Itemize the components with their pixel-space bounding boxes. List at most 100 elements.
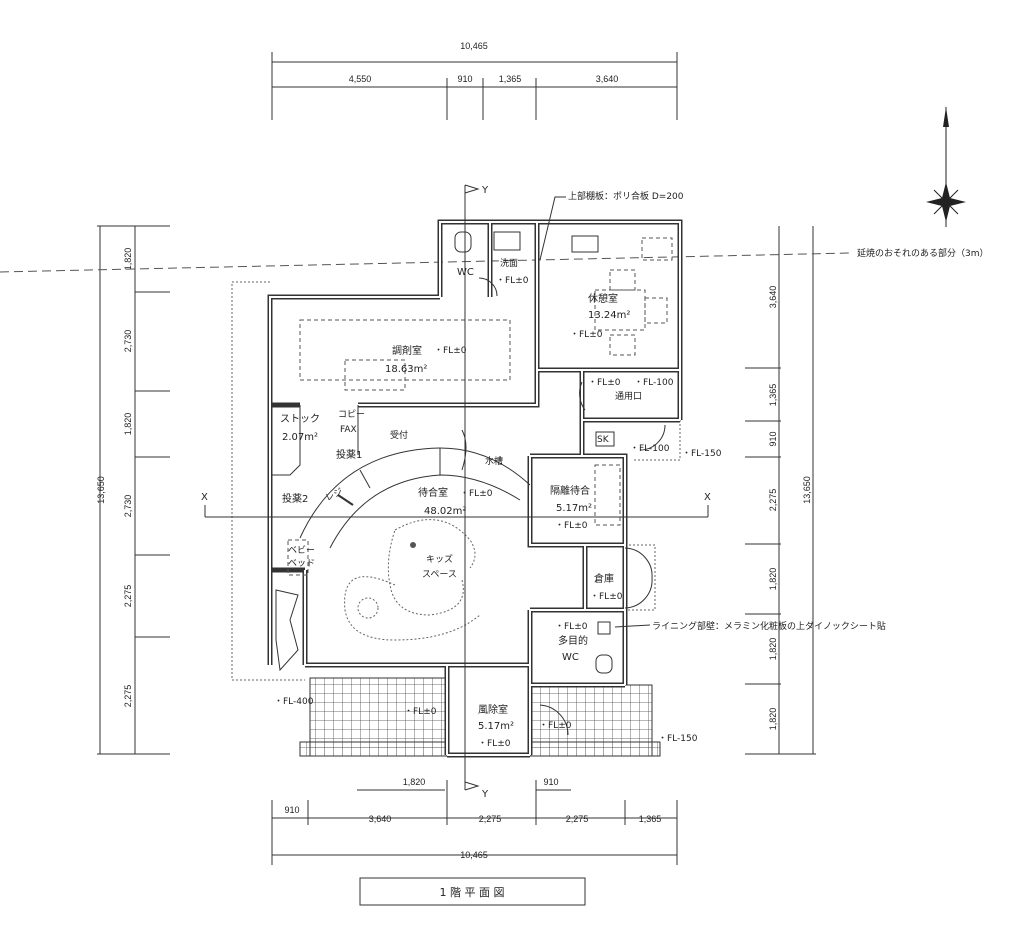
section-y-bottom-label: Y xyxy=(481,789,489,800)
label-rooms-outside-fl150-a: ・FL-150 xyxy=(682,449,722,459)
dim-left-1: 2,730 xyxy=(123,330,133,353)
label-rooms-storage: 倉庫 xyxy=(594,572,614,585)
label-rooms-wc: WC xyxy=(457,267,474,278)
dim-right-5: 1,820 xyxy=(768,638,778,661)
label-rooms-dispensing: 調剤室 xyxy=(392,344,422,357)
label-rooms-service: 通用口 xyxy=(615,391,642,402)
dim-bottom-2: 2,275 xyxy=(479,814,502,824)
eaves-line xyxy=(231,281,305,681)
label-rooms-dispense1: 投薬1 xyxy=(336,448,362,461)
service-sink-icon xyxy=(595,431,615,447)
label-rooms-baby2: ベッド xyxy=(288,559,315,569)
dim-right-4: 1,820 xyxy=(768,568,778,591)
dim-right-3: 2,275 xyxy=(768,489,778,512)
label-rooms-mwc-fl: ・FL±0 xyxy=(555,622,588,632)
label-rooms-stock-area: 2.07m² xyxy=(282,432,318,443)
label-rooms-windbreak-area: 5.17m² xyxy=(478,721,514,732)
dim-left-4: 2,275 xyxy=(123,585,133,608)
section-y-top-label: Y xyxy=(481,185,489,196)
label-rooms-dispensing-fl: ・FL±0 xyxy=(434,346,467,356)
kitchen-sink-icon xyxy=(571,235,599,253)
dim-right-total: 13,650 xyxy=(802,476,812,504)
doors xyxy=(478,277,666,736)
dim-left-5: 2,275 xyxy=(123,685,133,708)
dim-right-2: 910 xyxy=(768,431,778,446)
dim-top-total: 10,465 xyxy=(460,41,488,51)
dim-top-3: 3,640 xyxy=(596,74,619,84)
label-rooms-outside-fl400: ・FL-400 xyxy=(274,697,314,707)
dimensions-right: 3,640 1,365 910 2,275 1,820 1,820 1,820 … xyxy=(745,226,816,755)
dim-left-total: 13,650 xyxy=(96,476,106,504)
dim-bottom-upper-0: 1,820 xyxy=(403,777,426,787)
dim-bottom-0: 910 xyxy=(284,805,299,815)
section-x-right-label: X xyxy=(704,492,711,503)
furniture-outlines xyxy=(287,237,673,576)
mwc-toilet-icon xyxy=(595,654,613,674)
label-rooms-copy: コピー xyxy=(338,409,365,420)
label-rooms-waiting-fl: ・FL±0 xyxy=(460,489,493,499)
dim-bottom-total: 10,465 xyxy=(460,850,488,860)
shelf-note: 上部棚板：ポリ合板 D=200 xyxy=(568,190,684,202)
dim-top-2: 1,365 xyxy=(499,74,522,84)
shelf-leader xyxy=(539,196,566,261)
label-rooms-stock: ストック xyxy=(280,413,320,425)
dim-left-0: 1,820 xyxy=(123,248,133,271)
section-marker-x: X X xyxy=(201,492,711,518)
north-compass-icon xyxy=(926,107,966,227)
dim-left-3: 2,730 xyxy=(123,495,133,518)
label-rooms-sk-fl: ・FL-100 xyxy=(630,444,670,454)
label-rooms-isolation-area: 5.17m² xyxy=(556,503,592,514)
dim-top-1: 910 xyxy=(457,74,472,84)
label-rooms-mwc2: WC xyxy=(562,652,579,663)
sink-icon xyxy=(493,231,521,251)
label-rooms-waiting: 待合室 xyxy=(418,486,448,499)
dim-bottom-upper-1: 910 xyxy=(543,777,558,787)
label-rooms-terrace-left-fl: ・FL±0 xyxy=(404,707,437,717)
label-rooms-reception: 受付 xyxy=(390,429,408,441)
lining-note: ライニング部壁：メラミン化粧板の上ダイノックシート貼 xyxy=(652,620,886,632)
dimensions-top: 10,465 4,550 910 1,365 3,640 xyxy=(271,41,678,120)
lining-leader xyxy=(614,624,651,628)
dim-bottom-3: 2,275 xyxy=(566,814,589,824)
label-rooms-washroom: 洗面 xyxy=(500,257,518,269)
title-box xyxy=(359,877,586,906)
label-rooms-aquarium: 水槽 xyxy=(485,455,503,467)
fire-spread-line xyxy=(0,252,851,273)
dim-right-6: 1,820 xyxy=(768,708,778,731)
label-rooms-mwc1: 多目的 xyxy=(558,634,588,647)
label-rooms-baby1: ベビー xyxy=(288,545,315,556)
drawing-title: 1 階 平 面 図 xyxy=(440,885,505,899)
planter xyxy=(275,589,299,672)
label-rooms-kids1: キッズ xyxy=(426,553,453,565)
label-rooms-dispensing-area: 18.63m² xyxy=(385,364,427,375)
dim-right-1: 1,365 xyxy=(768,384,778,407)
section-marker-y: Y Y xyxy=(464,184,489,800)
dim-right-0: 3,640 xyxy=(768,286,778,309)
label-rooms-kids2: スペース xyxy=(422,570,457,580)
lining-box xyxy=(597,621,611,635)
label-rooms-register: レジ xyxy=(324,487,345,504)
kids-space-outline xyxy=(344,519,481,641)
dimensions-left: 13,650 1,820 2,730 1,820 2,730 2,275 2,2… xyxy=(96,225,170,755)
label-rooms-windbreak-fl: ・FL±0 xyxy=(478,739,511,749)
dim-bottom-1: 3,640 xyxy=(369,814,392,824)
label-rooms-rest-area: 13.24m² xyxy=(588,310,630,321)
label-rooms-windbreak: 風除室 xyxy=(478,703,508,716)
dim-bottom-4: 1,365 xyxy=(639,814,662,824)
label-rooms-outside-fl150-b: ・FL-150 xyxy=(658,734,698,744)
label-rooms-washroom-fl: ・FL±0 xyxy=(496,276,529,286)
label-rooms-fax: FAX xyxy=(340,425,357,435)
reception-counter xyxy=(299,429,531,549)
fire-spread-label: 延焼のおそれのある部分（3m） xyxy=(857,247,989,259)
label-rooms-terrace-right-fl: ・FL±0 xyxy=(539,721,572,731)
kids-space-marker xyxy=(410,542,416,548)
label-rooms-service-fl0: ・FL±0 xyxy=(588,378,621,388)
label-rooms-isolation-fl: ・FL±0 xyxy=(555,521,588,531)
label-rooms-isolation: 隔離待合 xyxy=(550,484,590,497)
label-rooms-waiting-area: 48.02m² xyxy=(424,506,466,517)
dimensions-bottom: 1,820 910 910 3,640 2,275 2,275 1,365 10… xyxy=(271,777,678,865)
walls xyxy=(267,219,683,758)
label-rooms-rest: 休憩室 xyxy=(588,292,618,305)
label-rooms-sk: SK xyxy=(597,435,610,445)
